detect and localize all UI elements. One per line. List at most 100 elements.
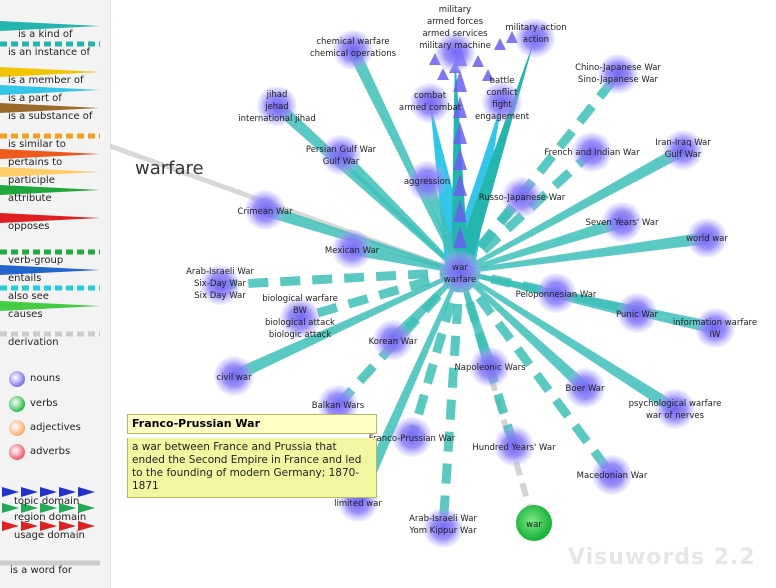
edge-is-a-kind-of [352, 271, 462, 505]
topic-domain-arrow [453, 226, 467, 248]
legend-adjectives-dot [9, 420, 25, 436]
node-world-war[interactable]: world war [686, 218, 728, 258]
legend-label: opposes [8, 221, 50, 232]
legend-swatch-pertains-to [0, 149, 100, 159]
node-napoleonic[interactable]: Napoleonic Wars [454, 347, 526, 387]
topic-domain-arrow [437, 68, 449, 80]
edge-is-an-instance-of [456, 269, 616, 478]
node-label: chemical operations [310, 49, 397, 59]
node-war-verb[interactable]: war [516, 505, 552, 541]
legend-label: participle [8, 175, 55, 186]
node-korean[interactable]: Korean War [369, 320, 418, 360]
node-boer[interactable]: Boer War [565, 368, 605, 408]
node-punic[interactable]: Punic War [616, 293, 659, 333]
edge-is-a-kind-of [459, 144, 686, 274]
edge-is-a-kind-of [350, 243, 461, 274]
legend-label: is a kind of [18, 29, 73, 40]
node-label: psychological warfare [629, 399, 722, 409]
edge-is-a-kind-of [459, 232, 708, 274]
topic-domain-arrow [453, 70, 467, 92]
node-label: fight [492, 100, 512, 110]
topic-domain-arrow [506, 31, 518, 43]
node-crimean[interactable]: Crimean War [237, 190, 293, 230]
legend-label: usage domain [14, 530, 85, 541]
node-label: international jihad [238, 114, 316, 124]
node-label: Chino-Japanese War [575, 63, 661, 73]
node-label: Persian Gulf War [306, 145, 377, 155]
node-label: world war [686, 234, 728, 244]
edge-is-a-kind-of [458, 270, 590, 393]
legend-nouns-dot [9, 371, 25, 387]
legend-label: attribute [8, 193, 52, 204]
node-aggression[interactable]: aggression [404, 161, 450, 201]
legend-label: region domain [14, 512, 87, 523]
legend-label: verbs [30, 398, 58, 409]
node-label: Sino-Japanese War [578, 75, 658, 85]
node-label: Gulf War [665, 150, 702, 160]
node-label: military action [505, 23, 566, 33]
legend-label: also see [8, 291, 49, 302]
node-label: Iran-Iraq War [655, 138, 711, 148]
legend-label: is a word for [10, 565, 72, 576]
node-label: chemical warfare [316, 37, 389, 47]
node-label: information warfare [673, 318, 757, 328]
node-label: combat [414, 91, 447, 101]
node-macedonian[interactable]: Macedonian War [577, 455, 648, 495]
edge-is-a-kind-of [336, 150, 462, 274]
edge-is-an-instance-of [407, 270, 465, 439]
legend-panel: is a kind of is an instance of is a member… [0, 0, 111, 588]
topic-domain-arrow [453, 148, 467, 170]
node-label: war [452, 263, 468, 273]
topic-domain-arrow [482, 69, 494, 81]
node-franco[interactable]: Franco-Prussian War [369, 417, 456, 457]
edge-is-a-kind-of [347, 47, 462, 273]
legend-label: adjectives [30, 422, 81, 433]
node-french-indian[interactable]: French and Indian War [544, 132, 640, 172]
node-label: conflict [487, 88, 519, 98]
node-mexican[interactable]: Mexican War [325, 229, 380, 269]
legend-label: is a member of [8, 75, 84, 86]
node-label: biologic attack [269, 330, 331, 340]
node-chemical[interactable]: chemical warfare chemical operations [310, 30, 397, 70]
node-hundred[interactable]: Hundred Years' War [472, 426, 556, 466]
legend-label: pertains to [8, 157, 63, 168]
legend-label: derivation [8, 337, 59, 348]
node-civil-war[interactable]: civil war [214, 356, 254, 396]
node-seven-years[interactable]: Seven Years' War [585, 202, 659, 242]
brand-logo: Visuwords 2.2 [568, 545, 756, 570]
node-label: military [439, 5, 471, 15]
legend-adverbs-dot [9, 444, 25, 460]
legend-swatch-participle [0, 167, 100, 177]
legend-swatch-is-a-part-of [0, 85, 100, 95]
topic-domain-arrow [494, 38, 506, 50]
legend-label: is an instance of [8, 47, 90, 58]
legend-swatch-attribute [0, 185, 100, 195]
node-label: Peloponnesian War [516, 290, 597, 300]
legend-label: is a substance of [8, 111, 93, 122]
topic-domain-arrow [453, 122, 467, 144]
legend-label: entails [8, 273, 42, 284]
node-label: battle [490, 76, 515, 86]
node-label: limited war [334, 499, 382, 509]
node-russo[interactable]: Russo-Japanese War [479, 177, 566, 217]
node-peloponnesian[interactable]: Peloponnesian War [516, 273, 597, 313]
tooltip-definition: a war between France and Prussia that en… [127, 438, 377, 498]
node-label: aggression [404, 177, 450, 187]
node-label: BW [293, 306, 308, 316]
